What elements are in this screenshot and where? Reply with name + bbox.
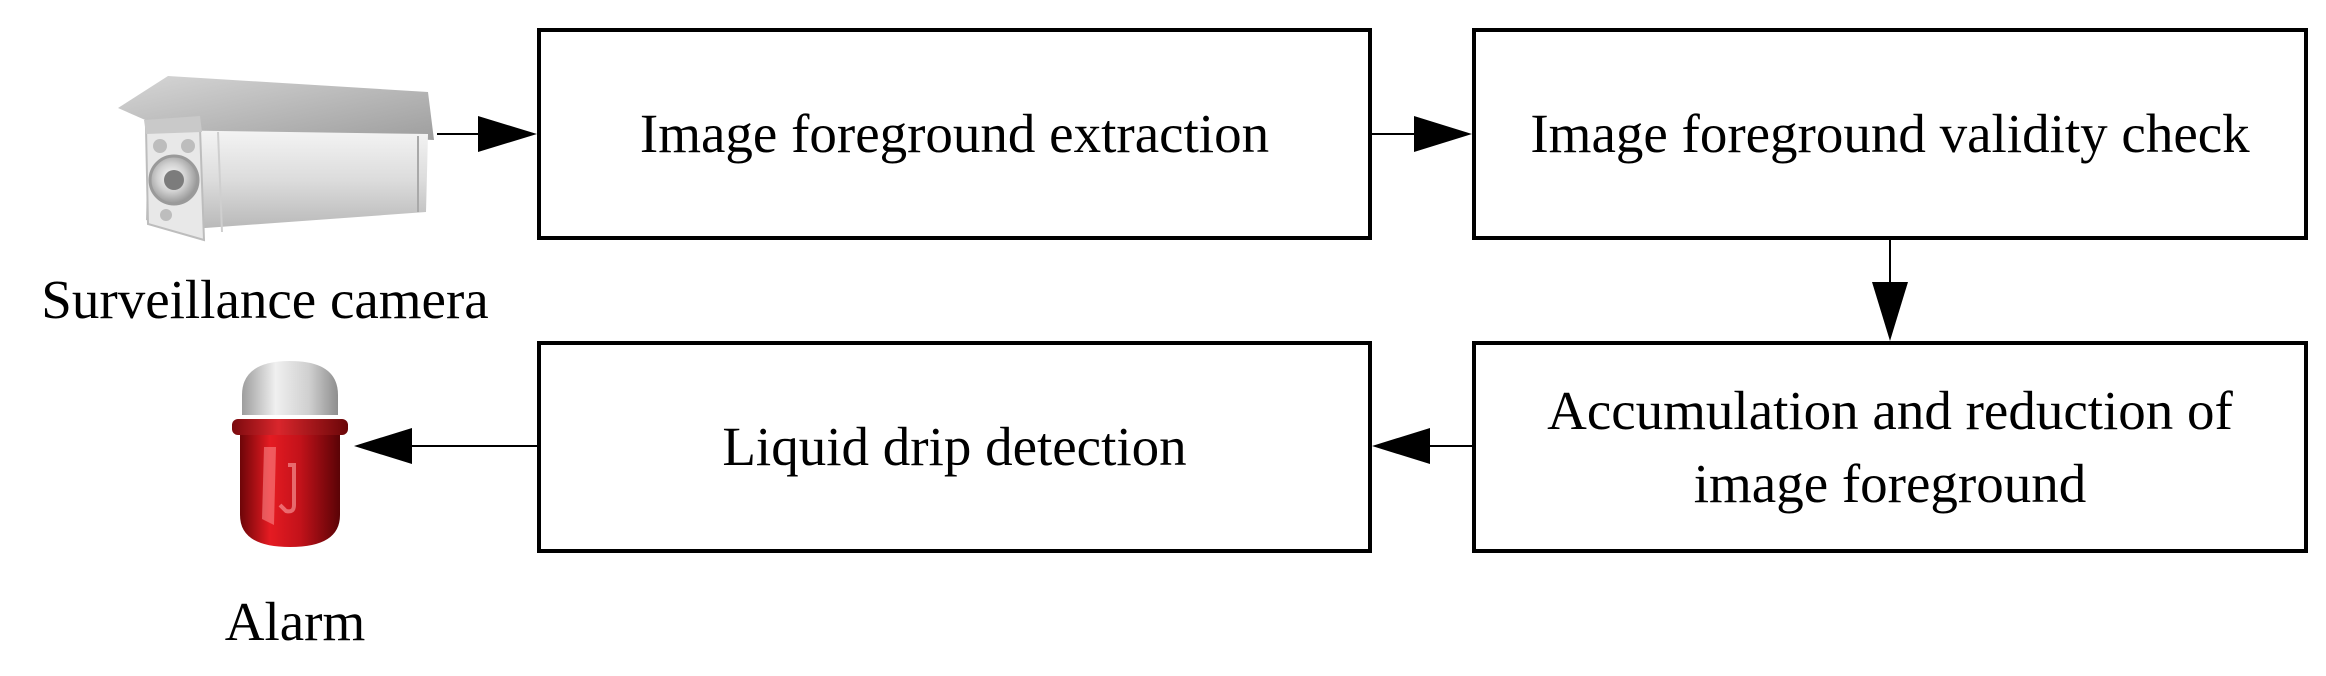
camera-label: Surveillance camera: [41, 269, 489, 330]
step-foreground-extraction-label: Image foreground extraction: [639, 103, 1270, 165]
arrowhead-camera-to-extraction: [478, 116, 537, 152]
alarm-siren-icon: [228, 355, 353, 555]
step-liquid-drip-detection-label: Liquid drip detection: [722, 416, 1187, 478]
step-liquid-drip-detection: Liquid drip detection: [537, 341, 1372, 553]
arrowhead-drip-to-alarm: [354, 428, 412, 464]
surveillance-camera-icon: [108, 70, 448, 245]
step-foreground-validity-check: Image foreground validity check: [1472, 28, 2308, 240]
step-accumulation-reduction-label: Accumulation and reduction of image fore…: [1547, 379, 2233, 514]
alarm-label: Alarm: [224, 591, 366, 652]
arrowhead-accumulation-to-drip: [1372, 428, 1430, 464]
arrowhead-validity-to-accumulation: [1872, 282, 1908, 341]
step-foreground-extraction: Image foreground extraction: [537, 28, 1372, 240]
step-foreground-validity-check-label: Image foreground validity check: [1530, 103, 2250, 165]
step-accumulation-reduction: Accumulation and reduction of image fore…: [1472, 341, 2308, 553]
arrowhead-extraction-to-validity: [1414, 116, 1472, 152]
